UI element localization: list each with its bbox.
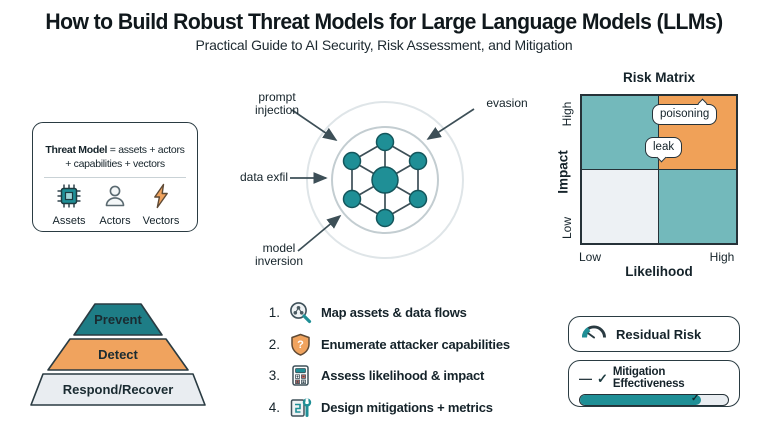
model-inversion-label: model inversion bbox=[254, 241, 304, 269]
shield-glyph: ? bbox=[297, 339, 304, 351]
threat-model-icon-row: Assets Actors Vectors bbox=[33, 178, 197, 227]
risk-matrix: Risk Matrix poisoning leak High Impact L… bbox=[546, 70, 766, 285]
prompt-injection-label: prompt injection bbox=[254, 90, 300, 118]
step-text: Assess likelihood & impact bbox=[321, 368, 485, 384]
list-item: 4. Design mitigations + metrics bbox=[260, 392, 560, 424]
threat-model-formula: Threat Model = assets + actors + capabil… bbox=[33, 130, 197, 172]
asset-item: Assets bbox=[46, 183, 92, 227]
quadrant-low-impact-high-likelihood bbox=[659, 169, 736, 243]
step-text: Map assets & data flows bbox=[321, 305, 467, 321]
residual-risk-label: Residual Risk bbox=[616, 326, 702, 342]
formula-term: Threat Model bbox=[45, 143, 108, 156]
list-item: 2. ? Enumerate attacker capabilities bbox=[260, 329, 560, 361]
asset-label: Assets bbox=[52, 214, 86, 227]
mitigation-progress-bar: ✓ bbox=[579, 392, 729, 406]
x-axis-high-label: High bbox=[709, 250, 735, 264]
lightning-icon bbox=[148, 183, 174, 214]
detect-label: Detect bbox=[98, 347, 138, 362]
evasion-label: evasion bbox=[486, 96, 528, 110]
y-axis-low-label: Low bbox=[560, 216, 574, 240]
residual-risk-card: Residual Risk bbox=[568, 316, 740, 352]
magnifier-network-icon bbox=[289, 301, 312, 324]
mitigation-label-row: — ✓ Mitigation Effectiveness bbox=[579, 366, 729, 390]
step-number: 3. bbox=[268, 368, 280, 384]
actor-item: Actors bbox=[92, 183, 138, 227]
y-axis-label: Impact bbox=[555, 150, 571, 194]
quadrant-high-impact-low-likelihood bbox=[582, 96, 659, 170]
step-text: Enumerate attacker capabilities bbox=[321, 336, 510, 352]
data-exfil-label: data exfil bbox=[239, 170, 288, 184]
attack-surface-diagram: prompt injection evasion data exfil mode… bbox=[230, 85, 540, 281]
vector-item: Vectors bbox=[138, 183, 184, 227]
vector-label: Vectors bbox=[142, 214, 180, 227]
chip-icon bbox=[56, 183, 82, 214]
progress-check-icon: ✓ bbox=[690, 392, 700, 404]
x-axis-low-label: Low bbox=[578, 250, 601, 264]
x-axis-label: Likelihood bbox=[625, 264, 693, 279]
step-number: 1. bbox=[268, 305, 280, 321]
person-icon bbox=[102, 183, 128, 214]
list-item: 3. Assess likelihood & bbox=[260, 360, 560, 392]
mitigation-progress-fill: ✓ bbox=[580, 392, 702, 405]
shield-question-icon: ? bbox=[289, 333, 312, 356]
mitigation-effectiveness-card: — ✓ Mitigation Effectiveness ✓ bbox=[568, 360, 740, 407]
list-item: 1. Map assets & data flows bbox=[260, 297, 560, 329]
process-steps-list: 1. Map assets & data flows 2. bbox=[260, 297, 560, 423]
defense-pyramid: Prevent Detect Respond/Recover bbox=[30, 302, 206, 408]
mitigation-effectiveness-label: Mitigation Effectiveness bbox=[612, 366, 685, 390]
quadrant-low-impact-low-likelihood bbox=[582, 169, 659, 243]
poisoning-callout: poisoning bbox=[652, 98, 718, 125]
pyramid-level-respond bbox=[30, 373, 206, 406]
risk-matrix-title: Risk Matrix bbox=[622, 70, 696, 85]
step-text: Design mitigations + metrics bbox=[321, 399, 493, 415]
page-title: How to Build Robust Threat Models for La… bbox=[45, 9, 723, 34]
page-subtitle: Practical Guide to AI Security, Risk Ass… bbox=[195, 37, 573, 53]
formula-definition: = assets + actors + capabilities + vecto… bbox=[65, 143, 185, 170]
poisoning-callout-text: poisoning bbox=[660, 108, 710, 120]
step-number: 4. bbox=[268, 399, 280, 415]
threat-model-card: Threat Model = assets + actors + capabil… bbox=[32, 122, 198, 232]
check-icon: ✓ bbox=[597, 370, 608, 386]
prevent-label: Prevent bbox=[94, 312, 142, 327]
blueprint-wrench-icon bbox=[289, 396, 312, 419]
pyramid-level-detect bbox=[47, 338, 189, 371]
calculator-icon bbox=[289, 364, 312, 387]
pyramid-level-prevent bbox=[73, 303, 163, 336]
gauge-icon bbox=[581, 323, 607, 345]
divider bbox=[44, 176, 186, 178]
leak-callout-text: leak bbox=[653, 141, 675, 153]
leak-callout: leak bbox=[645, 137, 683, 163]
dash-icon: — bbox=[579, 370, 592, 386]
y-axis-high-label: High bbox=[560, 101, 574, 127]
attack-surface-network-icon bbox=[290, 101, 475, 259]
respond-recover-label: Respond/Recover bbox=[63, 382, 174, 397]
actor-label: Actors bbox=[99, 214, 131, 227]
step-number: 2. bbox=[268, 336, 280, 352]
